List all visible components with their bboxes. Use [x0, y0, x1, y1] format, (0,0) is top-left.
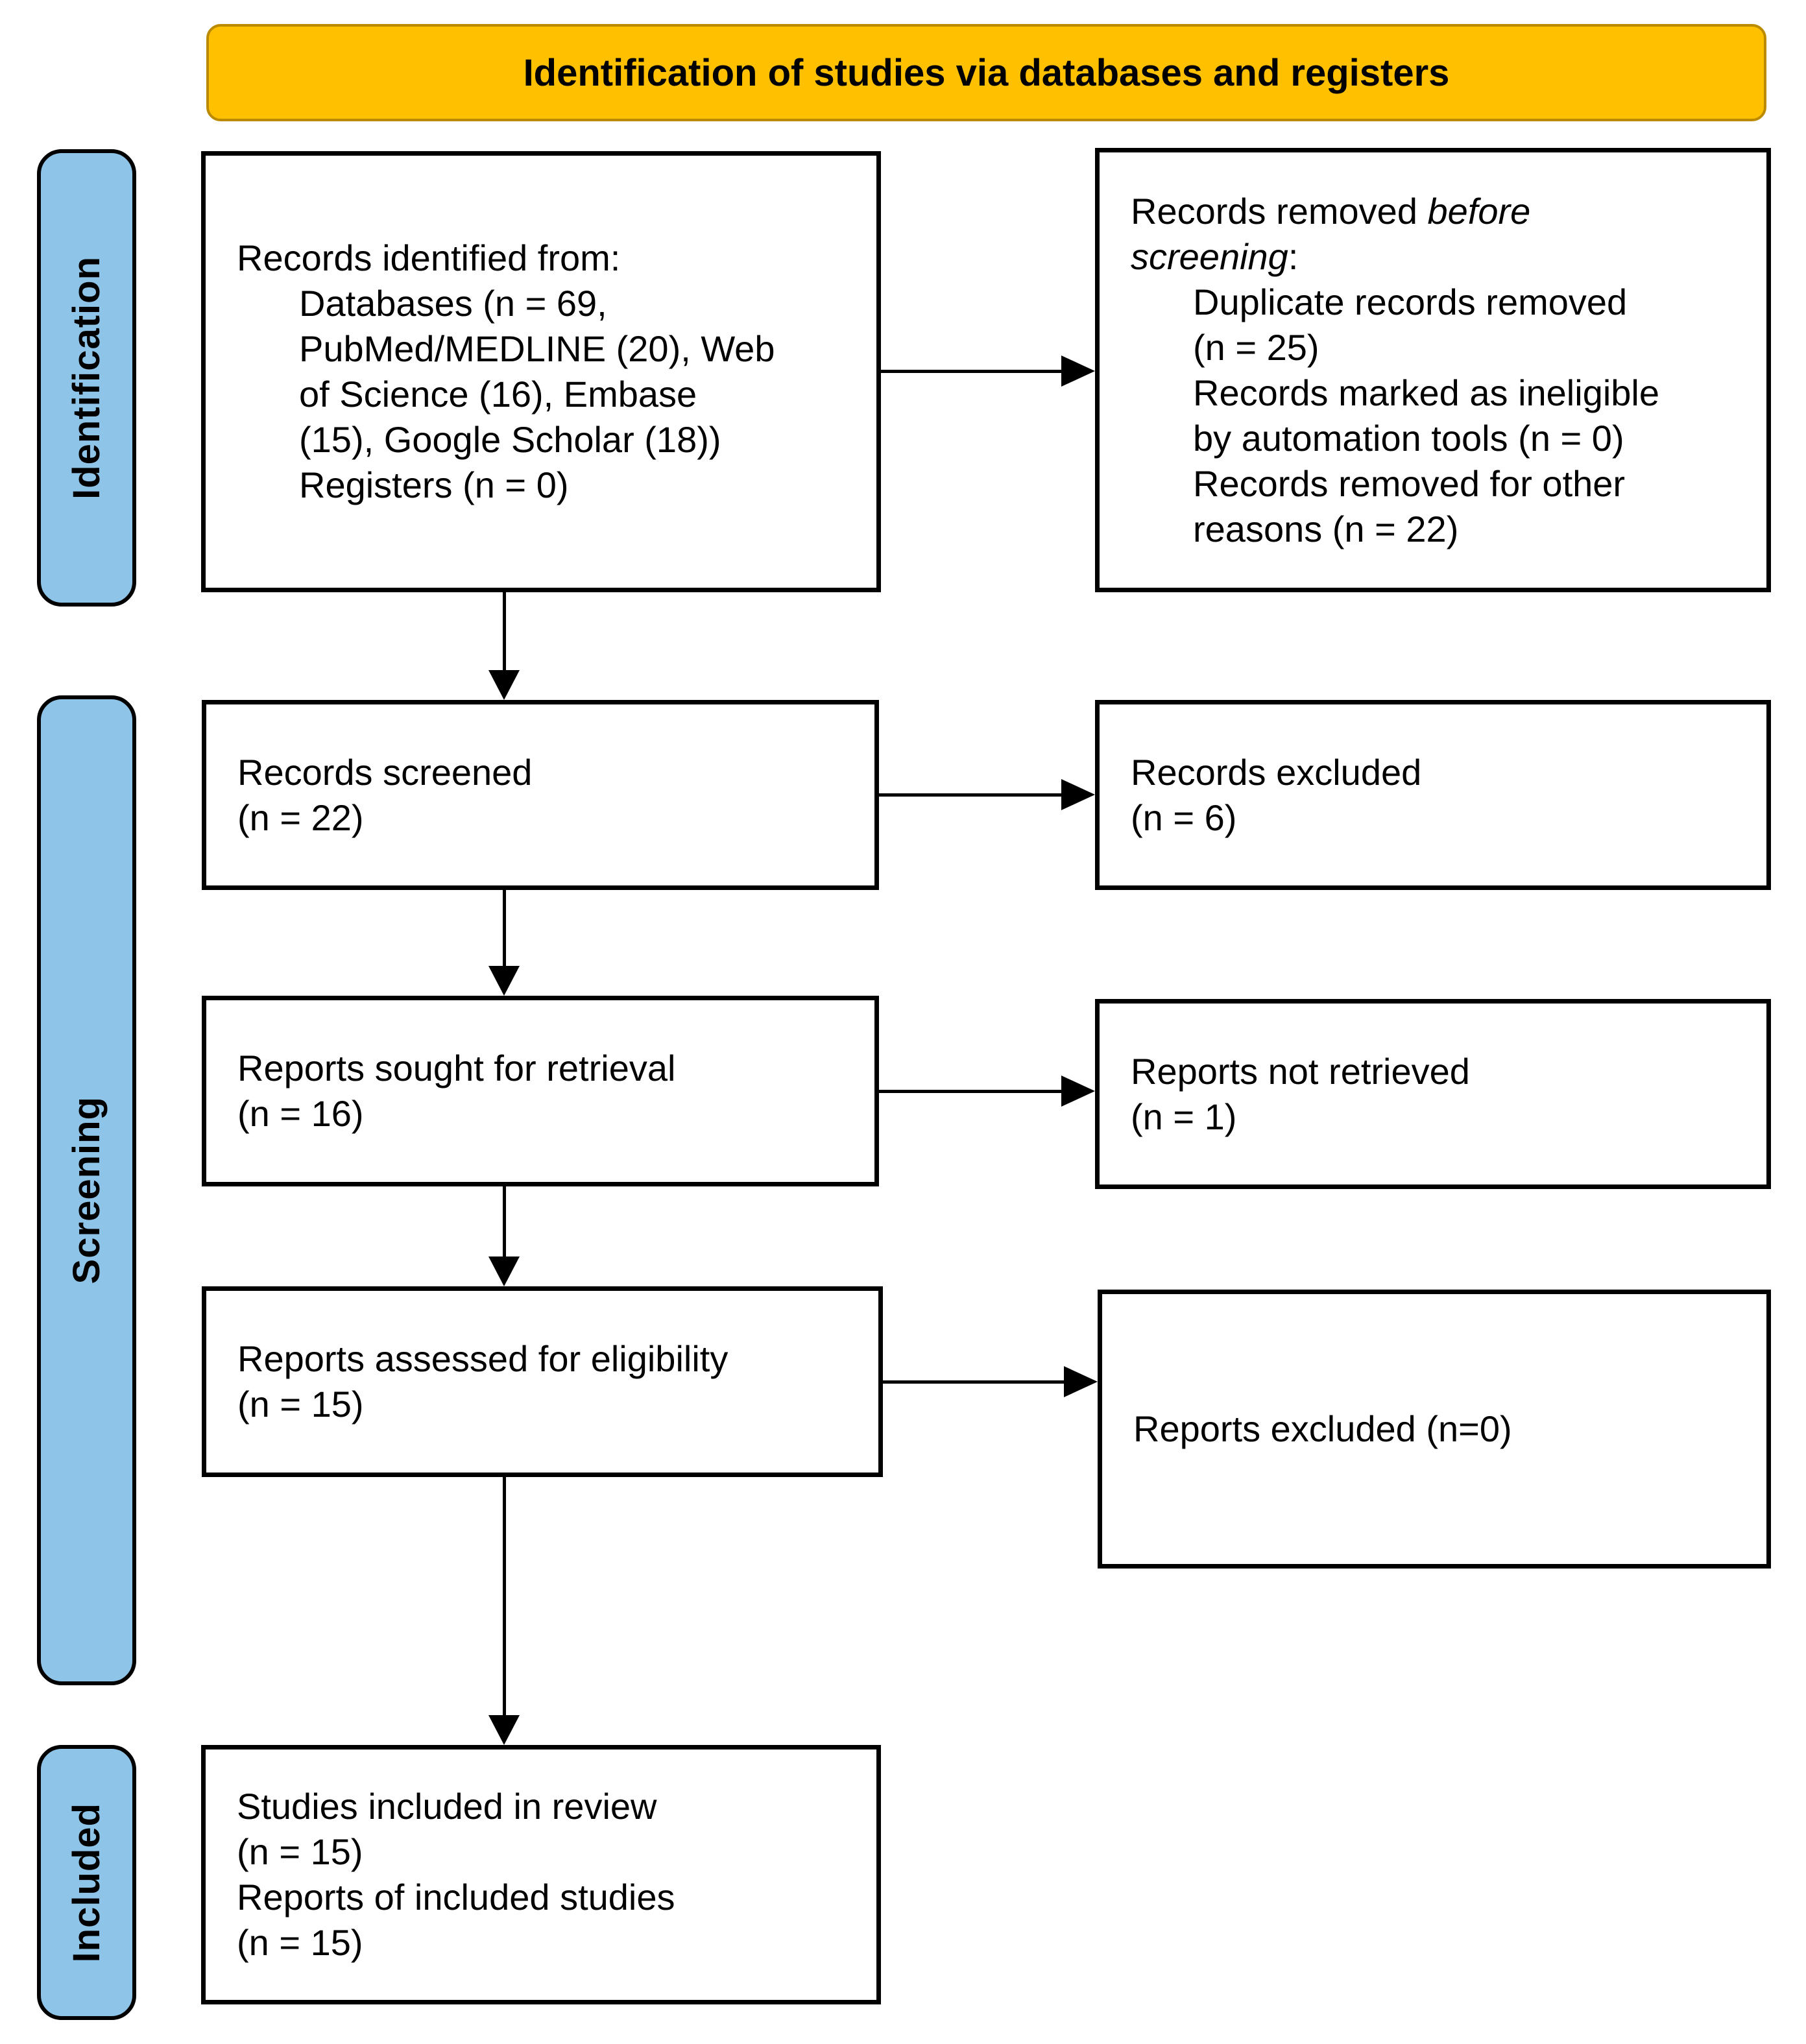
- box-text-line: (n = 15): [237, 1922, 363, 1963]
- sidebar-item-identification: Identification: [37, 149, 136, 607]
- sidebar-item-included: Included: [37, 1745, 136, 2020]
- reports-sought-box: Reports sought for retrieval (n = 16): [202, 996, 879, 1186]
- arrow-head-right-icon: [1064, 1366, 1098, 1397]
- box-text-line: by automation tools (n = 0): [1193, 417, 1624, 459]
- reports-assessed-box: Reports assessed for eligibility (n = 15): [202, 1286, 883, 1477]
- box-text-line: Records screened: [237, 751, 533, 793]
- arrow-head-down-icon: [488, 1256, 520, 1286]
- header-banner: Identification of studies via databases …: [206, 24, 1766, 121]
- box-text-line: (n = 15): [237, 1384, 364, 1425]
- arrow-head-down-icon: [488, 966, 520, 996]
- box-text-line: Reports not retrieved: [1131, 1050, 1470, 1092]
- records-excluded-box: Records excluded(n = 6): [1095, 700, 1771, 890]
- box-text-line: Duplicate records removed: [1193, 281, 1628, 322]
- box-text-line: Registers (n = 0): [299, 464, 569, 505]
- header-title: Identification of studies via databases …: [523, 51, 1450, 94]
- box-text-line: (n = 16): [237, 1093, 364, 1134]
- box-text-line: Reports excluded (n=0): [1133, 1408, 1512, 1449]
- arrow-line: [503, 1186, 506, 1259]
- arrow-head-right-icon: [1061, 779, 1095, 810]
- box-text-line: Records removed for other: [1193, 463, 1626, 504]
- box-text-line: screening:: [1131, 235, 1299, 277]
- box-text-line: of Science (16), Embase: [299, 374, 697, 415]
- box-text-line: Reports sought for retrieval: [237, 1048, 676, 1088]
- box-text-line: Studies included in review: [237, 1786, 657, 1827]
- box-text-line: Records identified from:: [237, 237, 621, 278]
- arrow-line: [503, 890, 506, 968]
- arrow-head-right-icon: [1061, 355, 1095, 387]
- box-text-line: Reports of included studies: [237, 1877, 675, 1918]
- box-text-line: reasons (n = 22): [1193, 508, 1459, 549]
- arrow-line: [503, 1477, 506, 1718]
- studies-included-box: Studies included in review(n = 15)Report…: [201, 1745, 881, 2004]
- box-text-line: (n = 15): [237, 1831, 363, 1872]
- reports-not-retrieved-box: Reports not retrieved(n = 1): [1095, 999, 1771, 1189]
- records-identified-box: Records identified from: Databases (n = 6…: [201, 151, 881, 592]
- box-text-line: Records marked as ineligible: [1193, 372, 1660, 413]
- arrow-line: [879, 1090, 1064, 1093]
- records-screened-box: Records screened(n = 22): [202, 700, 879, 890]
- box-text-line: PubMed/MEDLINE (20), Web: [299, 328, 775, 369]
- stage-label-screening: Screening: [66, 1096, 108, 1284]
- arrow-head-down-icon: [488, 1715, 520, 1745]
- box-text-line: (n = 6): [1131, 797, 1237, 838]
- stage-label-identification: Identification: [66, 256, 108, 499]
- box-text-line: (15), Google Scholar (18)): [299, 419, 721, 460]
- arrow-head-right-icon: [1061, 1076, 1095, 1107]
- arrow-line: [883, 1380, 1066, 1384]
- reports-excluded-box: Reports excluded (n=0): [1098, 1290, 1771, 1569]
- box-text-line: Records excluded: [1131, 751, 1422, 793]
- stage-label-included: Included: [66, 1802, 108, 1963]
- box-text-line: (n = 25): [1193, 326, 1319, 368]
- box-text-line: Reports assessed for eligibility: [237, 1338, 728, 1379]
- arrow-line: [879, 793, 1064, 797]
- arrow-line: [503, 592, 506, 673]
- box-text-line: Databases (n = 69,: [299, 283, 607, 324]
- arrow-line: [881, 370, 1064, 373]
- box-text-line: (n = 1): [1131, 1096, 1237, 1137]
- box-text-line: Records removed before: [1131, 190, 1531, 232]
- sidebar-item-screening: Screening: [37, 695, 136, 1685]
- arrow-head-down-icon: [488, 670, 520, 700]
- box-text-line: (n = 22): [237, 797, 364, 838]
